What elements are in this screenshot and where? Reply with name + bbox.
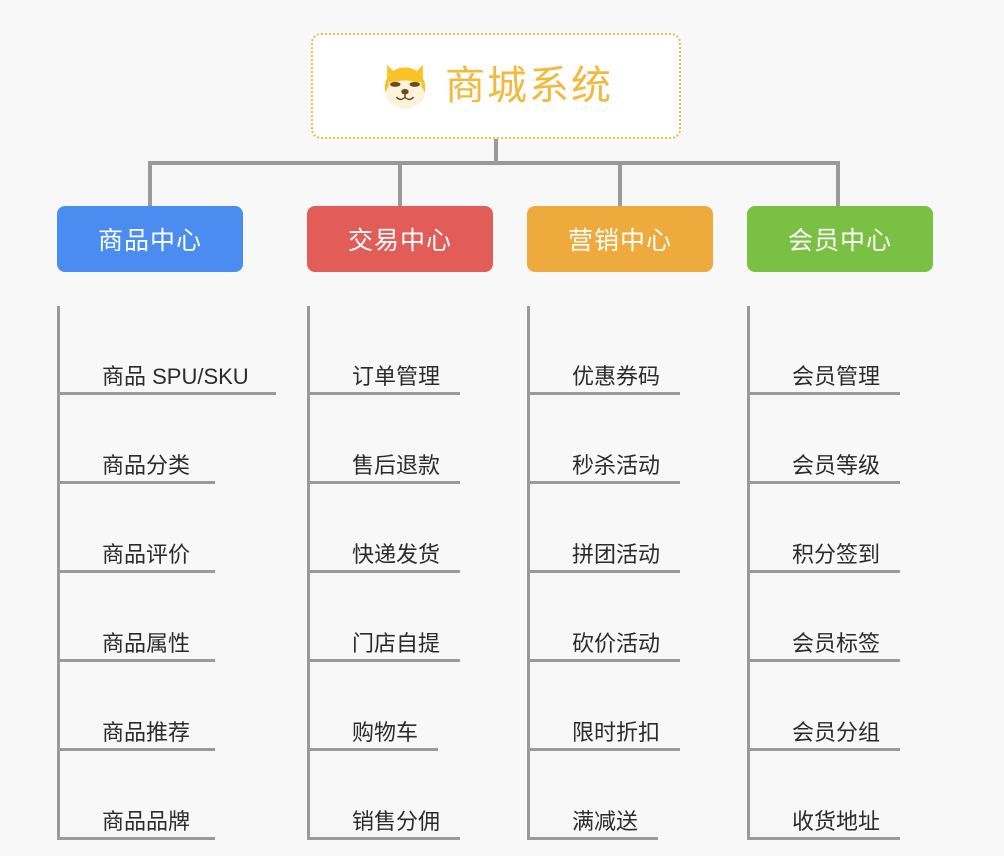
leaf-label: 快递发货 [352,541,441,567]
leaf-label: 积分签到 [792,541,881,567]
category-label: 会员中心 [787,227,892,255]
leaf-underline [310,837,460,840]
dog-face-icon [379,60,431,112]
leaf-label: 订单管理 [352,363,441,389]
leaf-item[interactable]: 限时折扣 [530,662,713,751]
leaf-label: 售后退款 [352,452,441,478]
category-box-member[interactable]: 会员中心 [747,206,933,272]
leaf-underline [310,481,460,484]
category-label: 商品中心 [97,227,202,255]
leaf-label: 拼团活动 [572,541,661,567]
leaf-label: 优惠券码 [572,363,661,389]
leaf-item[interactable]: 会员分组 [750,662,933,751]
leaf-label: 门店自提 [352,630,441,656]
leaf-label: 限时折扣 [572,719,661,745]
leaf-label: 会员等级 [792,452,881,478]
leaf-item[interactable]: 秒杀活动 [530,395,713,484]
category-box-trade[interactable]: 交易中心 [307,206,493,272]
leaf-label: 收货地址 [792,808,881,834]
leaf-underline [530,570,680,573]
leaf-label: 销售分佣 [352,808,441,834]
leaf-list-product: 商品 SPU/SKU 商品分类 商品评价 商品属性 商品推荐 商品品牌 [57,306,276,840]
leaf-underline [750,570,900,573]
leaf-item[interactable]: 销售分佣 [310,751,493,840]
leaf-label: 砍价活动 [572,630,661,656]
leaf-item[interactable]: 商品品牌 [60,751,243,840]
leaf-underline [60,392,276,395]
leaf-list-member: 会员管理 会员等级 积分签到 会员标签 会员分组 收货地址 [747,306,933,840]
leaf-item[interactable]: 会员等级 [750,395,933,484]
leaf-item[interactable]: 订单管理 [310,306,493,395]
leaf-item[interactable]: 售后退款 [310,395,493,484]
leaf-list-marketing: 优惠券码 秒杀活动 拼团活动 砍价活动 限时折扣 满减送 [527,306,713,840]
leaf-item[interactable]: 收货地址 [750,751,933,840]
leaf-underline [60,481,215,484]
leaf-item[interactable]: 优惠券码 [530,306,713,395]
category-label: 营销中心 [567,227,672,255]
leaf-label: 会员标签 [792,630,881,656]
leaf-label: 会员管理 [792,363,881,389]
leaf-underline [530,481,680,484]
leaf-item[interactable]: 商品分类 [60,395,243,484]
leaf-label: 满减送 [572,808,639,834]
leaf-item[interactable]: 商品推荐 [60,662,243,751]
leaf-item[interactable]: 门店自提 [310,573,493,662]
root-node[interactable]: 商城系统 [311,33,681,139]
category-label: 交易中心 [347,227,452,255]
leaf-underline [530,837,658,840]
leaf-list-trade: 订单管理 售后退款 快递发货 门店自提 购物车 销售分佣 [307,306,493,840]
category-box-marketing[interactable]: 营销中心 [527,206,713,272]
leaf-item[interactable]: 砍价活动 [530,573,713,662]
leaf-label: 商品推荐 [102,719,191,745]
leaf-underline [60,570,215,573]
leaf-item[interactable]: 会员标签 [750,573,933,662]
leaf-label: 秒杀活动 [572,452,661,478]
leaf-underline [310,570,460,573]
leaf-underline [750,837,900,840]
leaf-item[interactable]: 购物车 [310,662,493,751]
leaf-underline [750,481,900,484]
leaf-underline [750,659,900,662]
branch-column-marketing: 营销中心 优惠券码 秒杀活动 拼团活动 砍价活动 限时折扣 [527,206,713,856]
leaf-label: 商品 SPU/SKU [102,363,249,389]
leaf-underline [750,392,900,395]
leaf-label: 商品品牌 [102,808,191,834]
leaf-item[interactable]: 拼团活动 [530,484,713,573]
leaf-label: 购物车 [352,719,419,745]
leaf-item[interactable]: 快递发货 [310,484,493,573]
leaf-underline [60,659,215,662]
branch-column-trade: 交易中心 订单管理 售后退款 快递发货 门店自提 购物车 [307,206,493,856]
leaf-underline [310,659,460,662]
leaf-underline [530,748,680,751]
leaf-label: 商品评价 [102,541,191,567]
leaf-underline [60,748,215,751]
leaf-item[interactable]: 积分签到 [750,484,933,573]
leaf-label: 会员分组 [792,719,881,745]
leaf-label: 商品分类 [102,452,191,478]
branch-column-member: 会员中心 会员管理 会员等级 积分签到 会员标签 会员分组 [747,206,933,856]
leaf-item[interactable]: 商品评价 [60,484,243,573]
category-box-product[interactable]: 商品中心 [57,206,243,272]
leaf-underline [310,392,460,395]
leaf-underline [750,748,900,751]
leaf-item[interactable]: 商品属性 [60,573,243,662]
leaf-underline [530,392,680,395]
leaf-underline [60,837,215,840]
leaf-item[interactable]: 会员管理 [750,306,933,395]
root-title: 商城系统 [445,64,613,108]
branch-column-product: 商品中心 商品 SPU/SKU 商品分类 商品评价 商品属性 商品推荐 [57,206,276,856]
leaf-underline [310,748,438,751]
leaf-underline [530,659,680,662]
leaf-item[interactable]: 满减送 [530,751,713,840]
leaf-item[interactable]: 商品 SPU/SKU [60,306,276,395]
leaf-label: 商品属性 [102,630,191,656]
